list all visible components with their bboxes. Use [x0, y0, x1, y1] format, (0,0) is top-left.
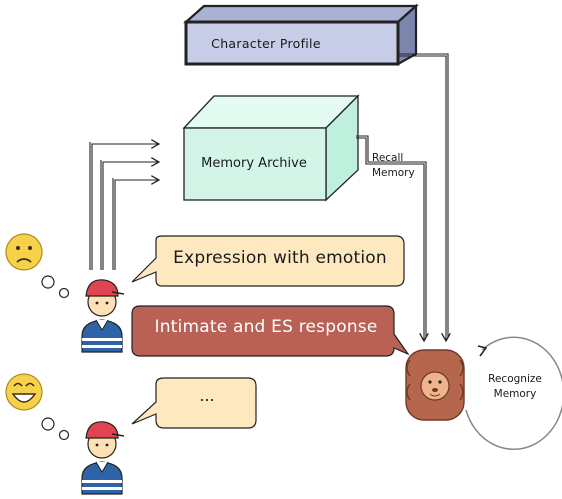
profile-arrow: [398, 53, 448, 340]
expression-bubble-text: Expression with emotion: [173, 248, 387, 268]
character-profile-box: [183, 3, 419, 66]
recognize-line-1: Recognize: [488, 373, 542, 385]
user-avatar-icon: [81, 421, 125, 495]
memory-archive-box: [182, 94, 360, 202]
recognize-memory-label: Recognize Memory: [480, 372, 550, 402]
recall-memory-arrow: [356, 135, 426, 340]
store-memory-arrows: [89, 142, 158, 270]
recall-line-2: Memory: [372, 167, 415, 179]
user-avatar-icon: [81, 279, 125, 353]
recall-line-1: Recall: [372, 152, 404, 164]
thought-dots-2: [41, 417, 70, 441]
memory-archive-label: Memory Archive: [201, 156, 307, 171]
ellipsis-bubble-text: ...: [199, 386, 215, 405]
response-bubble-text: Intimate and ES response: [154, 317, 378, 337]
response-bubble: [131, 305, 410, 357]
ellipsis-bubble: [131, 377, 257, 429]
expression-bubble: [131, 235, 405, 287]
recall-memory-label: Recall Memory: [372, 151, 415, 181]
recognize-line-2: Memory: [493, 388, 537, 400]
happy-face-icon: [5, 373, 43, 411]
sad-face-icon: [5, 233, 43, 271]
thought-dots-1: [41, 275, 70, 299]
character-profile-label: Character Profile: [211, 36, 321, 51]
lion-agent-icon: [405, 349, 465, 421]
